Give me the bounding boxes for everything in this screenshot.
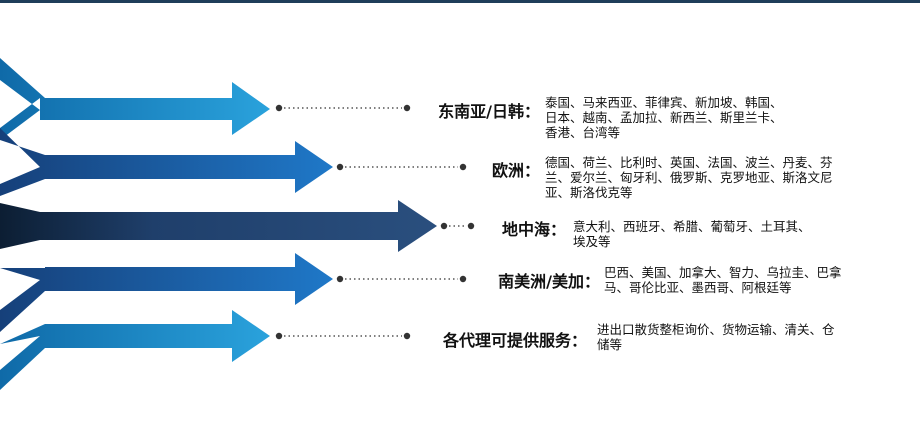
- arrow-2: [0, 128, 333, 196]
- region-desc-1: 泰国、马来西亚、菲律宾、新加坡、韩国、 日本、越南、孟加拉、新西兰、斯里兰卡、 …: [545, 95, 783, 140]
- connector-1: [275, 104, 411, 112]
- region-desc-3: 意大利、西班牙、希腊、葡萄牙、土耳其、 埃及等: [573, 219, 811, 249]
- desc-line: 香港、台湾等: [545, 125, 621, 140]
- arrow-4: [0, 253, 333, 332]
- region-desc-5: 进出口散货整柜询价、货物运输、清关、仓 储等: [597, 322, 835, 352]
- desc-line: 德国、荷兰、比利时、英国、法国、波兰、丹麦、芬: [545, 155, 833, 170]
- arrow-3: [0, 200, 437, 252]
- desc-line: 日本、越南、孟加拉、新西兰、斯里兰卡、: [545, 110, 783, 125]
- region-label-1: 东南亚/日韩：: [438, 102, 540, 121]
- connector-5: [275, 332, 411, 340]
- region-label-3: 地中海：: [501, 220, 566, 239]
- desc-line: 兰、爱尔兰、匈牙利、俄罗斯、克罗地亚、斯洛文尼: [545, 170, 833, 185]
- arrow-5: [0, 310, 270, 390]
- region-label-2: 欧洲：: [491, 161, 540, 180]
- region-desc-2: 德国、荷兰、比利时、英国、法国、波兰、丹麦、芬 兰、爱尔兰、匈牙利、俄罗斯、克罗…: [545, 155, 833, 200]
- desc-line: 巴西、美国、加拿大、智力、乌拉圭、巴拿: [604, 265, 842, 280]
- region-label-4: 南美洲/美加：: [498, 272, 600, 291]
- desc-line: 意大利、西班牙、希腊、葡萄牙、土耳其、: [573, 219, 811, 234]
- desc-line: 储等: [597, 337, 623, 352]
- connector-4: [336, 275, 467, 283]
- desc-line: 马、哥伦比亚、墨西哥、阿根廷等: [604, 280, 792, 295]
- desc-line: 亚、斯洛伐克等: [545, 185, 633, 200]
- connector-3: [440, 222, 475, 230]
- desc-line: 进出口散货整柜询价、货物运输、清关、仓: [597, 322, 835, 337]
- desc-line: 埃及等: [573, 234, 611, 249]
- top-rule: [0, 0, 920, 3]
- region-label-5: 各代理可提供服务：: [442, 331, 587, 350]
- connector-2: [336, 163, 467, 171]
- arrow-1: [0, 58, 270, 140]
- desc-line: 泰国、马来西亚、菲律宾、新加坡、韩国、: [545, 95, 783, 110]
- region-desc-4: 巴西、美国、加拿大、智力、乌拉圭、巴拿 马、哥伦比亚、墨西哥、阿根廷等: [604, 265, 842, 295]
